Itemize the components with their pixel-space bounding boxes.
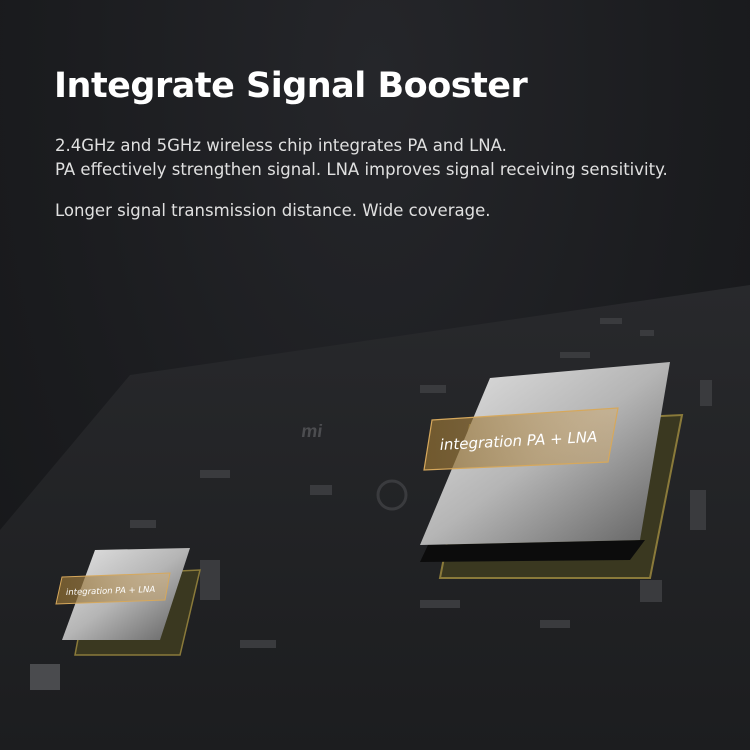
big-chip-label-box [423, 407, 619, 471]
description-line-2: PA effectively strengthen signal. LNA im… [55, 160, 668, 179]
small-chip-label-box [55, 572, 171, 605]
mi-logo: mi [300, 421, 324, 441]
board-hole [376, 479, 408, 511]
board-components [30, 318, 712, 690]
big-chip-shadow [420, 540, 645, 562]
small-chip-label: integration PA + LNA [66, 585, 156, 598]
description-line-1: 2.4GHz and 5GHz wireless chip integrates… [55, 136, 507, 155]
page-title: Integrate Signal Booster [54, 66, 528, 106]
description-line-3: Longer signal transmission distance. Wid… [55, 201, 491, 220]
